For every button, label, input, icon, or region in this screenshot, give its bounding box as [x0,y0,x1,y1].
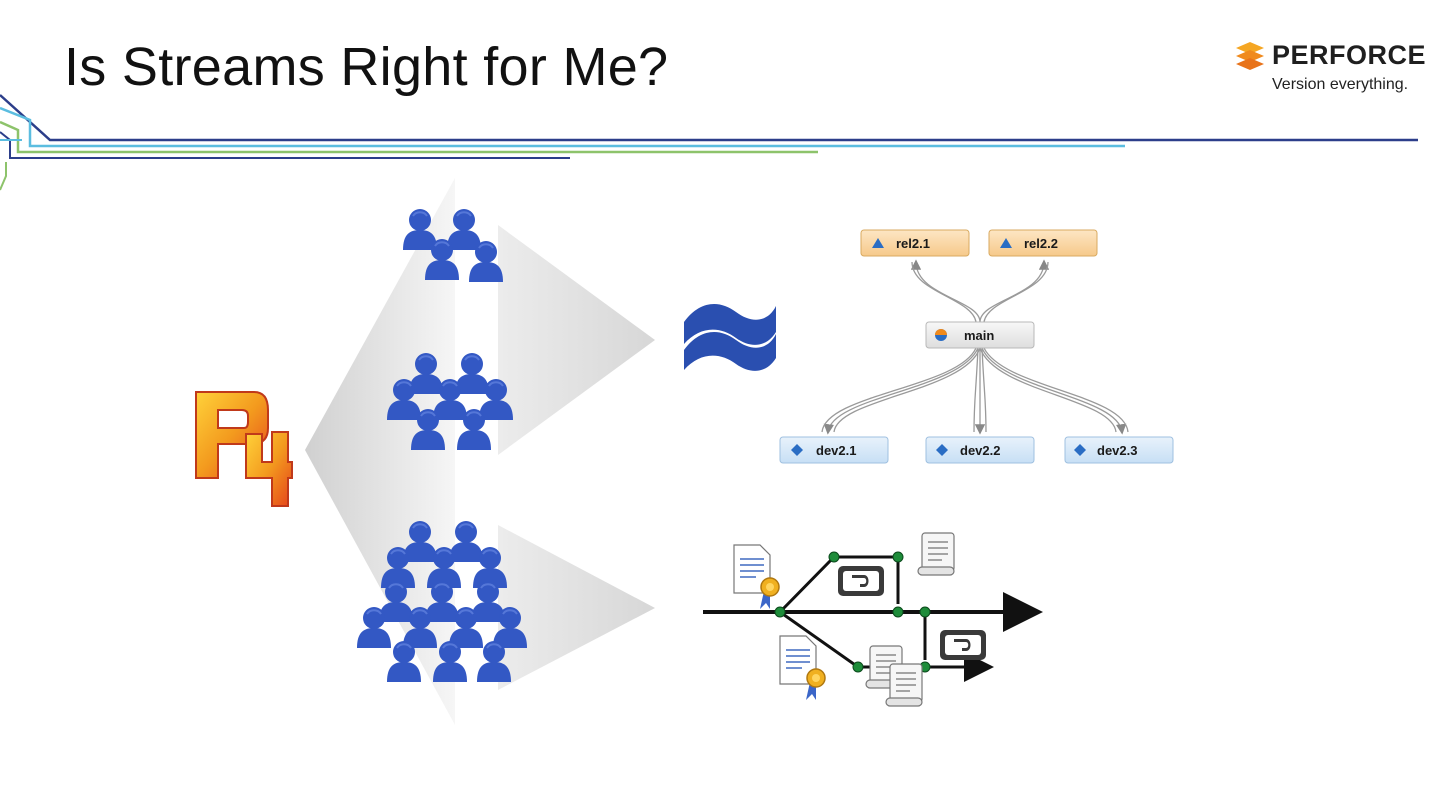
perforce-tagline: Version everything. [1272,76,1409,93]
stream-node-label: main [964,328,994,343]
stream-node-label: dev2.1 [816,443,856,458]
slide-title: Is Streams Right for Me? [64,37,669,97]
approximately-equal-icon [684,303,776,371]
p4-logo [195,391,293,507]
stream-node-label: rel2.2 [1024,236,1058,251]
development-stream-icon [791,444,803,456]
stream-node-label: dev2.3 [1097,443,1137,458]
stream-graph-connectors [821,259,1129,435]
stream-node-rel2.1: rel2.1 [860,229,970,257]
development-stream-icon [1074,444,1086,456]
document-certificate-icon [733,544,780,609]
perforce-logo-icon [1236,42,1264,70]
perforce-logo: PERFORCE Version everything. [1232,38,1426,100]
branching-diagram [703,532,1043,707]
stream-node-dev2.3: dev2.3 [1064,436,1174,464]
stream-node-dev2.2: dev2.2 [925,436,1035,464]
stream-node-rel2.2: rel2.2 [988,229,1098,257]
perforce-logo-text: PERFORCE [1272,40,1427,70]
stream-node-main: main [925,321,1035,349]
merge-integrate-icon [838,566,884,596]
decorative-lines [0,94,1418,191]
document-certificate-icon [779,635,826,700]
script-scroll-icon [917,532,955,576]
script-scroll-icon [885,663,923,707]
stream-node-label: dev2.2 [960,443,1000,458]
merge-integrate-icon [940,630,986,660]
release-stream-icon [872,238,884,248]
development-stream-icon [936,444,948,456]
stream-node-label: rel2.1 [896,236,930,251]
release-stream-icon [1000,238,1012,248]
stream-node-dev2.1: dev2.1 [779,436,889,464]
scale-fan [305,178,655,725]
